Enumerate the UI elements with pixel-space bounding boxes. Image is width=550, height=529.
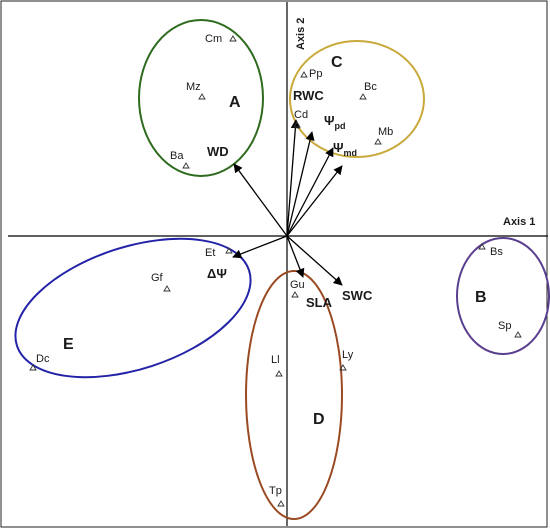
species-points: Cm Mz Ba Pp Bc Cd Mb Et Gf Dc Bs Sp [29, 33, 522, 507]
species-marker-gu [291, 291, 299, 298]
group-a-ellipse [138, 19, 264, 177]
vector-label-wd: WD [207, 144, 229, 159]
psi-pd-arrow [286, 131, 315, 237]
group-c-label: C [331, 54, 343, 71]
group-a-label: A [229, 94, 241, 111]
vector-label-psi-md: Ψmd [333, 140, 357, 158]
group-e-ellipse [14, 237, 252, 379]
axis-2-label: Axis 2 [295, 18, 307, 50]
species-label-bs: Bs [490, 246, 503, 258]
species-label-cd: Cd [294, 109, 308, 121]
rwc-arrow [286, 119, 300, 237]
species-marker-cd [293, 121, 301, 128]
species-label-gu: Gu [290, 279, 305, 291]
species-marker-ba [182, 162, 190, 169]
species-marker-bc [359, 93, 367, 100]
vector-label-delta-psi: ΔΨ [207, 266, 227, 281]
species-marker-sp [514, 331, 522, 338]
species-label-mb: Mb [378, 126, 393, 138]
species-marker-bs [478, 243, 486, 250]
psi-md-arrow-2 [286, 165, 343, 237]
species-marker-ly [339, 364, 347, 371]
species-label-ll: Ll [271, 354, 280, 366]
species-marker-mb [374, 138, 382, 145]
psi-md-arrow-1 [286, 147, 334, 237]
species-label-sp: Sp [498, 320, 511, 332]
species-marker-ll [275, 370, 283, 377]
species-label-tp: Tp [269, 485, 282, 497]
species-marker-tp [277, 500, 285, 507]
species-label-bc: Bc [364, 81, 377, 93]
species-label-ly: Ly [342, 349, 354, 361]
species-label-cm: Cm [205, 33, 222, 45]
group-e-label: E [63, 336, 74, 353]
species-marker-cm [229, 35, 237, 42]
group-b-label: B [475, 289, 487, 306]
species-marker-mz [198, 93, 206, 100]
species-label-pp: Pp [309, 68, 322, 80]
species-marker-pp [300, 71, 308, 78]
swc-arrow [286, 235, 343, 286]
vector-label-psi-pd: Ψpd [324, 113, 346, 131]
wd-arrow [233, 163, 288, 237]
species-label-dc: Dc [36, 353, 50, 365]
group-b-ellipse [456, 237, 550, 355]
species-marker-dc [29, 364, 37, 371]
vector-label-sla: SLA [306, 295, 333, 310]
vector-label-swc: SWC [342, 288, 373, 303]
species-label-gf: Gf [151, 272, 164, 284]
vector-arrows [232, 119, 343, 286]
axis-1-label: Axis 1 [503, 216, 535, 228]
species-marker-gf [163, 285, 171, 292]
species-label-et: Et [205, 247, 215, 259]
group-d-ellipse [245, 270, 343, 520]
species-label-ba: Ba [170, 150, 184, 162]
species-marker-et [225, 247, 233, 254]
group-c-ellipse [289, 40, 425, 158]
vector-label-rwc: RWC [293, 88, 324, 103]
delta-psi-arrow [232, 235, 288, 259]
group-d-label: D [313, 411, 325, 428]
sla-arrow [286, 235, 305, 278]
species-label-mz: Mz [186, 81, 201, 93]
